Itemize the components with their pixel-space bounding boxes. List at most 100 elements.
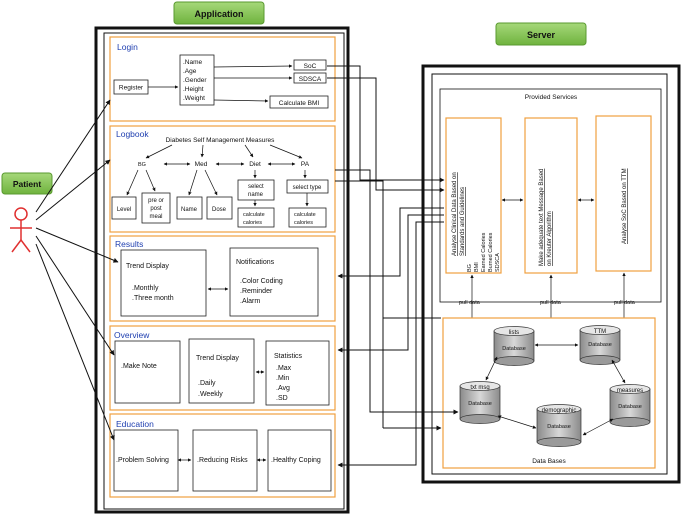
server-inner-frame [431,73,668,475]
item-sdsca: SDSCA [495,253,501,272]
soc-label: SoC [304,63,317,70]
patient-figure [10,207,32,253]
healthy-coping-label: .Healthy Coping [271,457,321,464]
service-clinical-line-2: Standards and Guidelines [460,187,466,256]
db-lists: lists Database [493,326,535,366]
profile-fields: .Name .Age .Gender .Height .Weight [183,59,207,102]
db-ttm-sub: Database [588,342,612,348]
results-three-month: .Three month [132,295,174,302]
logbook-diet: Diet [249,161,261,168]
overview-trend-box [188,338,255,404]
db-measures-sub: Database [618,404,642,410]
soc-box [293,59,327,71]
stat-min: .Min [276,375,289,382]
application-frame [94,26,350,514]
notif-alarm: .Alarm [240,298,260,305]
server-frame [421,64,681,484]
pa-calories-line-1: calculate [294,212,316,218]
notif-reminder: .Reminder [240,288,273,295]
stat-max: .Max [276,365,292,372]
app-server-connectors [327,65,459,468]
notifications-label: Notifications [236,259,275,266]
db-txtmsg-sub: Database [468,401,492,407]
sdsca-box [293,72,327,84]
field-name: .Name [183,59,203,66]
stat-sd: .SD [276,395,288,402]
select-name-line-2: name [248,192,264,198]
service-soc-box [595,115,652,272]
calculate-bmi-box [269,95,329,109]
overview-trend-label: Trend Display [196,355,239,362]
statistics-label: Statistics [274,353,303,360]
prepost-line-2: post [150,206,162,212]
statistics-box [265,340,330,406]
make-note-label: .Make Note [121,363,157,370]
problem-solving-box [113,429,179,492]
results-trend-label: Trend Display [126,263,169,270]
diet-calories-line-2: calories [243,220,262,226]
service-message-line-1: Make adequate text Message Based [539,169,545,266]
diet-calories-box [237,207,275,228]
logbook-heading: Diabetes Self Management Measures [166,137,276,144]
item-bmi: BMI [474,262,480,272]
results-trend-box [120,249,207,317]
results-monthly: .Monthly [132,285,159,292]
server-header: Server [495,22,587,46]
logbook-bg: BG [138,162,146,168]
logbook-med: Med [195,161,208,168]
select-type-box [286,179,329,194]
dose-box [206,196,233,220]
med-name-box [176,196,203,220]
reducing-risks-box [192,429,258,492]
databases-label: Data Bases [532,458,566,465]
calculate-bmi-label: Calculate BMI [279,100,320,107]
db-ttm-label: TTM [594,329,606,335]
pull-data-label-2: pull data [540,300,562,306]
prepost-line-3: meal [149,214,162,220]
service-clinical-items: BG BMI Earned Calories Burned Calories S… [467,232,501,272]
application-header-label: Application [195,9,244,19]
service-clinical-box [445,117,502,274]
db-demographic-sub: Database [547,424,571,430]
patient-arrows [35,99,119,441]
login-section: Login Register .Name .Age .Gender .Heigh… [109,36,336,122]
db-measures: measures Database [609,384,651,427]
results-section: Results Trend Display .Monthly .Three mo… [109,235,336,322]
overview-section: Overview .Make Note Trend Display .Daily… [109,325,336,411]
healthy-coping-box [267,429,332,492]
prepost-box [141,192,171,224]
login-title: Login [117,42,138,52]
databases-section: Data Bases lists Database TTM Database t… [442,317,656,469]
med-name-label: Name [181,207,198,213]
level-box [111,196,137,220]
db-ttm: TTM Database [579,325,621,365]
problem-solving-label: .Problem Solving [116,457,169,464]
db-lists-sub: Database [502,346,526,352]
db-lists-label: lists [509,330,519,336]
service-message-line-2: on Kreuter Algorithm [547,211,553,266]
prepost-line-1: pre or [148,198,164,204]
level-label: Level [117,207,131,213]
select-name-line-1: select [248,184,264,190]
pull-data-arrows: pull data pull data pull data [459,272,636,318]
application-header: Application [173,1,265,25]
server-header-label: Server [527,30,556,40]
pull-data-label-3: pull data [614,300,636,306]
provided-services: Provided Services Analyse Clinical Data … [439,88,662,303]
education-section: Education .Problem Solving .Reducing Ris… [109,413,336,498]
stat-avg: .Avg [276,385,290,392]
notifications-box [229,247,319,317]
logbook-section: Logbook Diabetes Self Management Measure… [109,125,336,233]
item-bg: BG [467,264,473,272]
overview-daily: .Daily [198,380,216,387]
profile-fields-box [179,54,215,106]
overview-title: Overview [114,330,150,340]
select-name-box [237,179,275,201]
diet-calories-line-1: calculate [243,212,265,218]
pa-calories-box [288,207,327,228]
select-type-label: select type [293,185,322,191]
results-title: Results [115,239,143,249]
db-demographic: demographic Database [536,404,582,447]
field-gender: .Gender [183,77,207,84]
